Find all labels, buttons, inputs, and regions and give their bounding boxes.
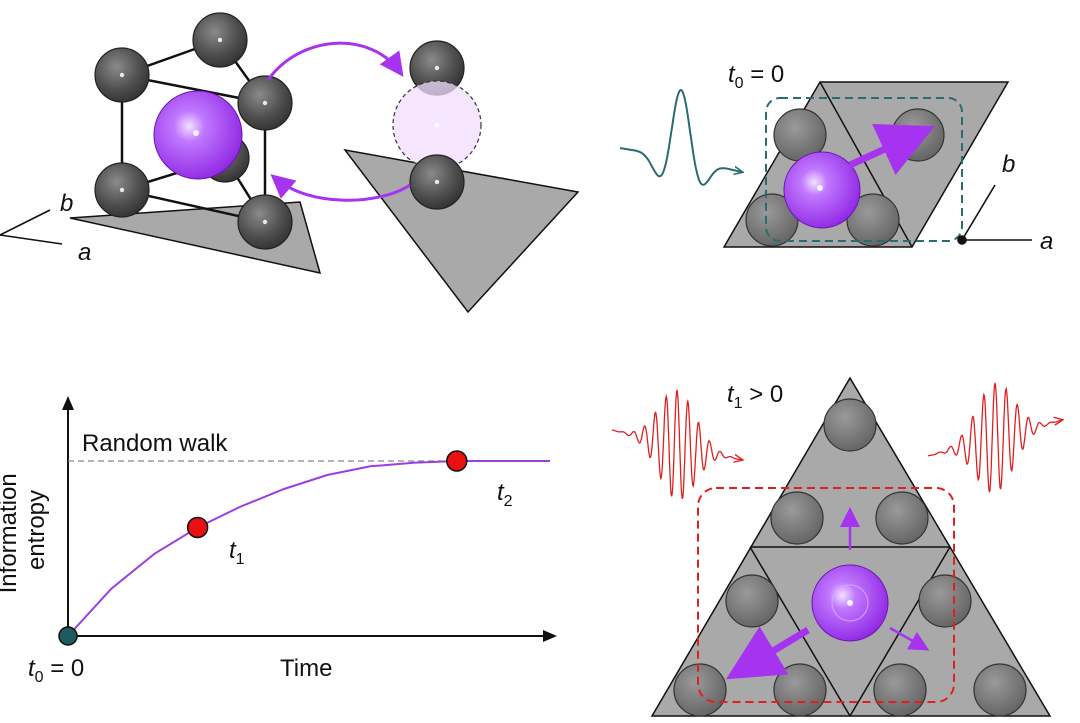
panel-c-chart: Information entropy Time Random walk t0 … bbox=[0, 396, 557, 686]
hop-arrow-forward bbox=[266, 41, 404, 81]
gray-atom bbox=[725, 574, 779, 628]
gray-atom bbox=[873, 663, 927, 717]
probe-region bbox=[697, 487, 955, 703]
gray-atom bbox=[823, 398, 877, 452]
gray-atom bbox=[846, 193, 900, 247]
gray-atom bbox=[973, 663, 1027, 717]
t1-label: t1 > 0 bbox=[727, 381, 783, 412]
panel-a-lattice: b a bbox=[0, 12, 580, 314]
marked-points bbox=[58, 450, 468, 646]
panel-d-later: t1 > 0 bbox=[611, 376, 1062, 717]
t0-label: t0 = 0 bbox=[728, 61, 784, 92]
gray-atom bbox=[875, 491, 929, 545]
axis-label-a: a bbox=[78, 239, 91, 266]
marked-point-0 bbox=[58, 626, 78, 646]
gray-atom bbox=[770, 491, 824, 545]
x-axis-label: Time bbox=[280, 655, 332, 682]
axis-label-a: a bbox=[1040, 228, 1053, 255]
hop-arrow-left bbox=[725, 626, 810, 680]
t1-label: t1 bbox=[229, 537, 245, 568]
probe-pulse bbox=[619, 88, 742, 186]
probe-region bbox=[765, 97, 963, 242]
incoming-probe-pulse bbox=[611, 389, 742, 500]
y-axis-label: Information entropy bbox=[0, 467, 50, 594]
random-walk-label: Random walk bbox=[82, 430, 228, 457]
axis-indicator-a bbox=[0, 209, 63, 245]
axis-indicator-b bbox=[957, 184, 1032, 245]
hop-arrow-back bbox=[270, 174, 411, 202]
gray-atom bbox=[773, 663, 827, 717]
t2-label: t2 bbox=[497, 479, 513, 510]
origin-label: t0 = 0 bbox=[28, 655, 84, 686]
marked-point-1 bbox=[186, 516, 209, 539]
axis-label-b: b bbox=[1002, 151, 1015, 178]
marked-point-2 bbox=[446, 450, 468, 472]
axis-label-b: b bbox=[60, 190, 73, 217]
hop-arrow bbox=[848, 124, 935, 175]
scattered-probe-pulse bbox=[927, 382, 1062, 493]
hop-arrow-right bbox=[889, 626, 930, 651]
entropy-curve bbox=[67, 460, 500, 637]
panel-b-initial: t0 = 0 b a bbox=[619, 61, 1053, 255]
gray-atom bbox=[918, 574, 972, 628]
